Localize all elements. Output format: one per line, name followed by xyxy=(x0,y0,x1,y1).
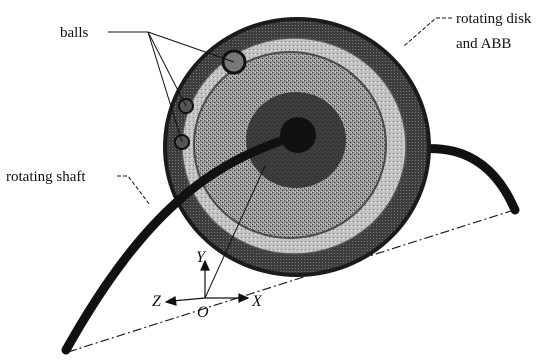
shaft-front-segment xyxy=(61,130,303,355)
disk-leader-line xyxy=(403,17,452,47)
shaft-leader-line xyxy=(117,175,151,206)
balls-leader-lines xyxy=(108,31,235,143)
disk-label-line1: rotating disk xyxy=(456,11,532,27)
x-axis-label: X xyxy=(251,293,263,310)
disk-label-line2: and ABB xyxy=(456,36,511,52)
disk-inner-ring xyxy=(193,51,387,239)
rotating-disk xyxy=(163,17,431,277)
rotation-axis-line xyxy=(67,209,515,353)
coordinate-axes xyxy=(164,259,250,306)
origin-to-disk-line xyxy=(204,165,266,299)
balls-label: balls xyxy=(60,25,88,41)
origin-label: O xyxy=(197,304,209,321)
x-arrow-icon xyxy=(238,293,250,303)
y-axis-label: Y xyxy=(196,249,207,266)
y-arrow-icon xyxy=(200,259,210,271)
shaft-label: rotating shaft xyxy=(6,169,86,185)
z-arrow-icon xyxy=(164,296,177,306)
z-axis-label: Z xyxy=(152,293,162,310)
